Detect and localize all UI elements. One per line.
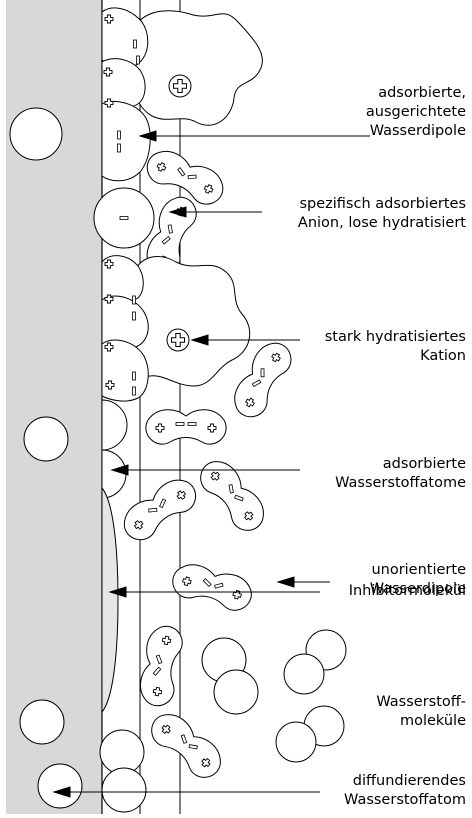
minus-charge [134,40,137,48]
hydrogen-atom-in-metal [10,108,62,160]
hydrogen-atom-in-metal [24,417,68,461]
water-dipole [194,454,272,538]
water-dipole [145,706,229,784]
hydrogen-molecule [276,706,344,762]
minus-charge [133,296,136,304]
water-dipole [146,410,226,444]
cation-upper [169,75,191,97]
hydrogen-molecule [284,630,346,694]
adsorbed-water-dipole [102,101,150,180]
hydrogen-molecule [202,638,258,714]
adsorbed-hydrogen-atom [102,450,126,498]
minus-charge [137,56,140,64]
anion-charge [120,217,128,220]
minus-charge [133,312,136,320]
hydrogen-molecule-at-surface [100,730,146,812]
diffusing-hydrogen-atom [38,764,82,808]
minus-charge [118,144,121,152]
minus-charge [118,131,121,139]
adsorbed-hydrogen-atom [102,400,127,450]
minus-charge [133,387,136,395]
label-hydrogen-molecules: Wasserstoff-moleküle [376,693,466,731]
label-inhibitor: Inhibitormolekül [349,582,466,601]
minus-charge [133,372,136,380]
hydrogen-atom-in-metal [20,700,64,744]
water-dipole [169,560,255,614]
cation-middle [167,329,189,351]
water-dipole [137,623,185,708]
inhibitor-molecule [102,488,118,712]
hydration-shell-cation-upper [131,11,263,126]
water-dipole [117,472,202,546]
